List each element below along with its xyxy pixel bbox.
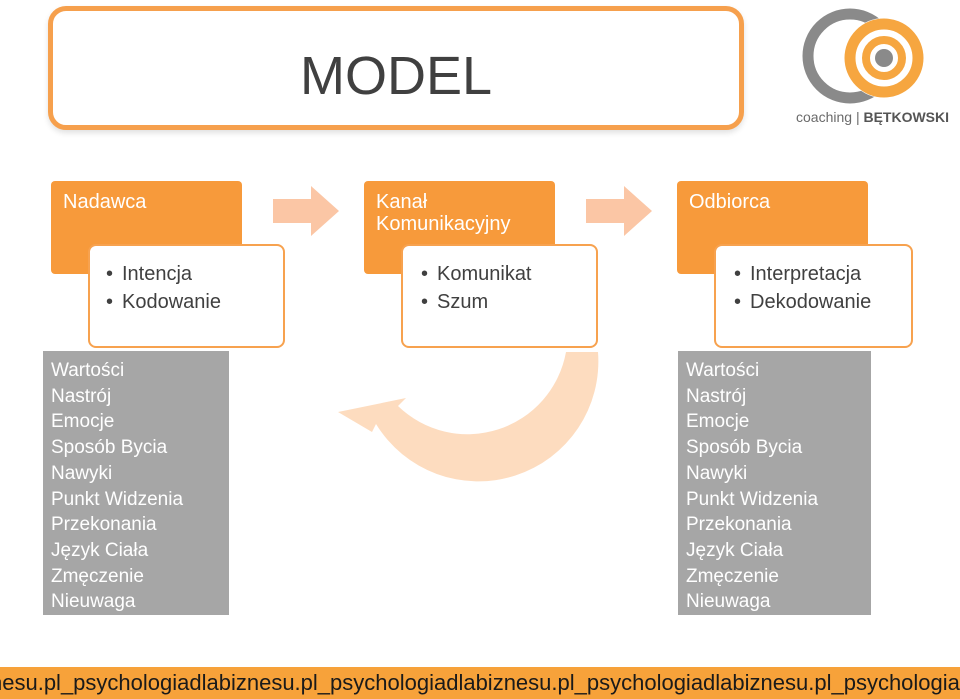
filter-item: Emocje [686, 411, 750, 433]
filter-item: Nastrój [686, 385, 747, 407]
logo-rings-icon [802, 8, 924, 104]
channel-item: Szum [421, 288, 596, 316]
sender-items: Intencja Kodowanie [88, 244, 285, 348]
filter-item: Język Ciała [51, 539, 149, 561]
receiver-items: Interpretacja Dekodowanie [714, 244, 913, 348]
filter-item: Przekonania [51, 514, 157, 536]
logo-separator: | [855, 109, 860, 125]
channel-items: Komunikat Szum [401, 244, 598, 348]
filter-item: Nastrój [51, 385, 112, 407]
filter-item: Punkt Widzenia [686, 488, 819, 510]
channel-title-line1: Kanał [376, 191, 428, 213]
footer-text: nesu.pl_psychologiadlabiznesu.pl_psychol… [0, 670, 960, 695]
filter-item: Nieuwaga [51, 591, 136, 613]
right-arrow-icon [586, 186, 652, 236]
filter-item: Język Ciała [686, 539, 784, 561]
filter-item: Zmęczenie [51, 565, 144, 587]
title-box: MODEL [48, 6, 744, 130]
sender-item: Kodowanie [106, 288, 283, 316]
receiver-item: Interpretacja [734, 260, 911, 288]
logo-text-name: BĘTKOWSKI [863, 109, 950, 125]
filter-item: Zmęczenie [686, 565, 779, 587]
filter-item: Sposób Bycia [686, 437, 803, 459]
filter-item: Nieuwaga [686, 591, 771, 613]
right-arrow-icon [273, 186, 339, 236]
receiver-item: Dekodowanie [734, 288, 911, 316]
feedback-arc-arrow-icon [338, 352, 599, 482]
filter-item: Sposób Bycia [51, 437, 168, 459]
filter-item: Nawyki [51, 462, 113, 484]
filter-item: Nawyki [686, 462, 748, 484]
filter-item: Punkt Widzenia [51, 488, 184, 510]
sender-item: Intencja [106, 260, 283, 288]
logo: coaching | BĘTKOWSKI [792, 0, 960, 134]
page-title: MODEL [299, 46, 493, 106]
logo-text-prefix: coaching [796, 109, 853, 125]
filter-item: Emocje [51, 411, 115, 433]
sender-title: Nadawca [63, 191, 147, 213]
receiver-filters-box: Wartości Nastrój Emocje Sposób Bycia Naw… [678, 351, 871, 615]
sender-filters-box: Wartości Nastrój Emocje Sposób Bycia Naw… [43, 351, 229, 615]
receiver-title: Odbiorca [689, 191, 771, 213]
channel-title-line2: Komunikacyjny [376, 213, 511, 235]
filter-item: Przekonania [686, 514, 792, 536]
filter-item: Wartości [51, 360, 125, 381]
filter-item: Wartości [686, 360, 760, 381]
logo-text: coaching | BĘTKOWSKI [796, 109, 949, 125]
channel-item: Komunikat [421, 260, 596, 288]
footer-banner: nesu.pl_psychologiadlabiznesu.pl_psychol… [0, 667, 960, 699]
